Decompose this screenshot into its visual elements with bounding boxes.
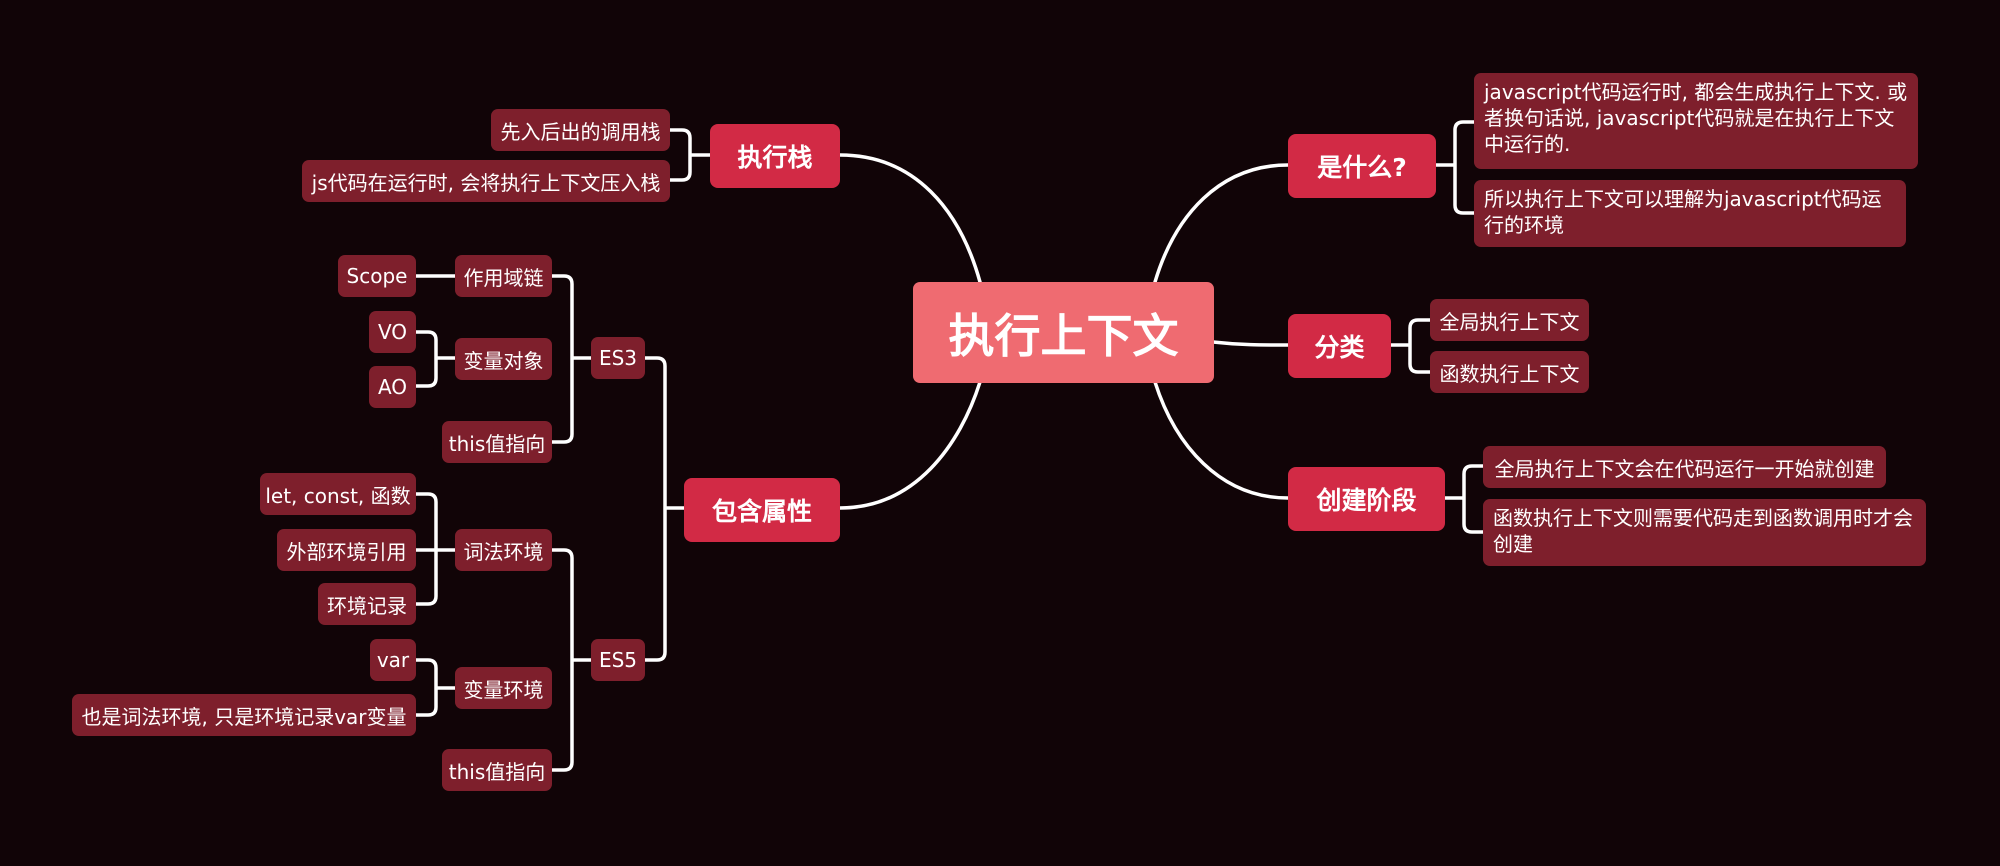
link-create-bracket bbox=[1443, 464, 1485, 534]
link-lexenv-bracket bbox=[414, 492, 457, 606]
es5-var-note[interactable]: 也是词法环境, 只是环境记录var变量 bbox=[72, 694, 416, 736]
link-varobj-bracket bbox=[414, 330, 457, 388]
es5-lex-env-record[interactable]: 环境记录 bbox=[318, 583, 416, 625]
create-global[interactable]: 全局执行上下文会在代码运行一开始就创建 bbox=[1483, 446, 1886, 488]
link-root-category bbox=[1211, 340, 1290, 347]
es3-this-binding[interactable]: this值指向 bbox=[442, 421, 552, 463]
link-es3-bracket bbox=[550, 274, 593, 444]
link-root-props bbox=[838, 380, 982, 510]
link-es5-bracket bbox=[550, 548, 593, 772]
es5-lex-let-const[interactable]: let, const, 函数 bbox=[260, 473, 416, 515]
link-root-what bbox=[1153, 163, 1290, 284]
leaf-stack-push[interactable]: js代码在运行时, 会将执行上下文压入栈 bbox=[302, 160, 670, 202]
es5-var[interactable]: var bbox=[370, 639, 416, 681]
what-definition[interactable]: javascript代码运行时, 都会生成执行上下文. 或者换句话说, java… bbox=[1474, 73, 1918, 169]
link-root-create bbox=[1153, 380, 1290, 500]
category-global[interactable]: 全局执行上下文 bbox=[1430, 299, 1589, 341]
topic-category[interactable]: 分类 bbox=[1288, 314, 1391, 378]
es3-vo[interactable]: VO bbox=[369, 311, 416, 353]
topic-what-is[interactable]: 是什么? bbox=[1288, 134, 1436, 198]
root-node[interactable]: 执行上下文 bbox=[913, 282, 1214, 383]
es5-lex-outer-ref[interactable]: 外部环境引用 bbox=[277, 529, 416, 571]
es3-variable-object[interactable]: 变量对象 bbox=[455, 338, 552, 380]
link-varenv-bracket bbox=[414, 658, 457, 717]
es3-scope-chain[interactable]: 作用域链 bbox=[455, 255, 552, 297]
branch-es3[interactable]: ES3 bbox=[591, 337, 645, 379]
create-function[interactable]: 函数执行上下文则需要代码走到函数调用时才会创建 bbox=[1483, 499, 1926, 566]
es5-variable-environment[interactable]: 变量环境 bbox=[455, 667, 552, 709]
link-what-bracket bbox=[1434, 120, 1476, 215]
link-root-stack bbox=[838, 153, 982, 284]
category-function[interactable]: 函数执行上下文 bbox=[1430, 351, 1589, 393]
link-props-bracket bbox=[643, 356, 686, 662]
what-environment[interactable]: 所以执行上下文可以理解为javascript代码运行的环境 bbox=[1474, 180, 1906, 247]
leaf-stack-lifo[interactable]: 先入后出的调用栈 bbox=[491, 109, 670, 151]
topic-creation-phase[interactable]: 创建阶段 bbox=[1288, 467, 1445, 531]
es5-this-binding[interactable]: this值指向 bbox=[442, 749, 552, 791]
link-stack-bracket bbox=[668, 128, 712, 182]
topic-execution-stack[interactable]: 执行栈 bbox=[710, 124, 840, 188]
es5-lexical-environment[interactable]: 词法环境 bbox=[455, 529, 552, 571]
topic-properties[interactable]: 包含属性 bbox=[684, 478, 840, 542]
branch-es5[interactable]: ES5 bbox=[591, 639, 645, 681]
es3-scope[interactable]: Scope bbox=[338, 255, 416, 297]
es3-ao[interactable]: AO bbox=[369, 366, 416, 408]
link-category-bracket bbox=[1389, 318, 1432, 374]
